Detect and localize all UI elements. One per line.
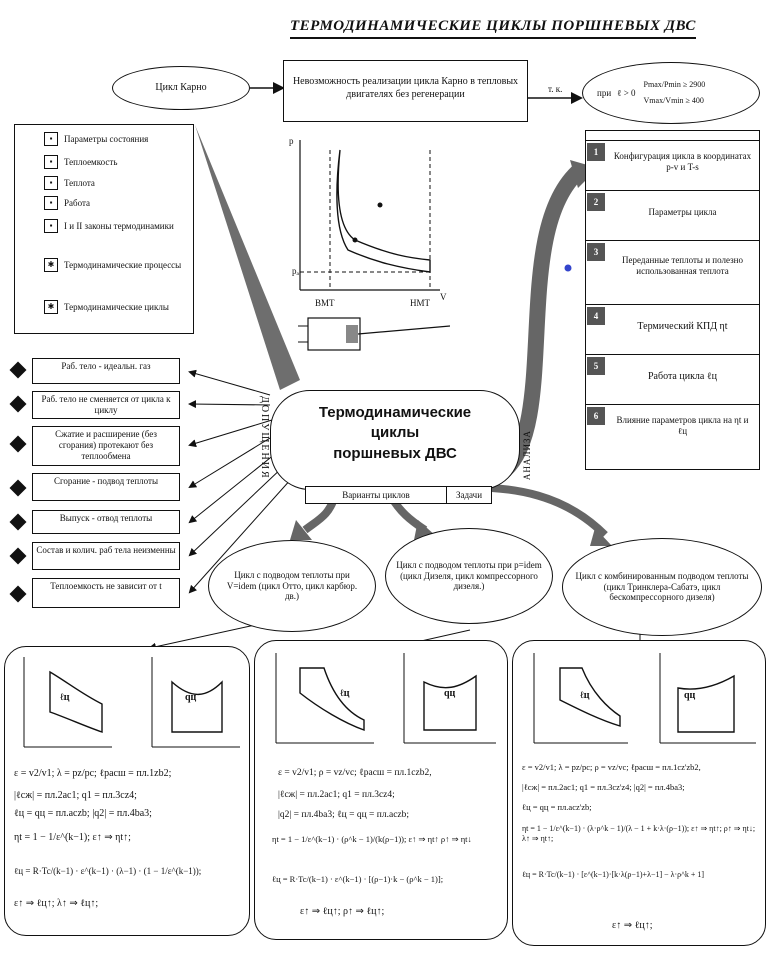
tk-label: т. к.: [548, 84, 563, 94]
topic-item: ✱Термодинамические циклы: [44, 300, 192, 314]
pv-p-label: p: [289, 136, 294, 146]
diesel-formula: ε = v2/v1; ρ = vz/vc; ℓрасш = пл.1czb2,: [278, 768, 432, 778]
carnot-cycle-node: Цикл Карно: [112, 66, 250, 110]
diesel-q-symbol: qц: [444, 688, 456, 699]
trinkler-cycle-panel: [512, 640, 766, 946]
trinkler-q-symbol: qц: [684, 690, 696, 701]
carnot-condition-node: при ℓ > 0 Pmax/Pmin ≥ 2900 Vmax/Vmin ≥ 4…: [582, 62, 760, 124]
topic-item: ✱Термодинамические процессы: [44, 258, 192, 272]
cond-prefix: при: [597, 87, 612, 98]
diesel-formula: ℓц = R·Tc/(k−1) · ε^(k−1) · [(ρ−1)·k − (…: [272, 874, 444, 884]
pv-pa-label: pₐ: [292, 266, 299, 276]
topic-item: ▪Работа: [44, 196, 192, 210]
topic-icon: ▪: [44, 219, 58, 233]
diesel-formula: ηt = 1 − 1/ε^(k−1) · (ρ^k − 1)/(k(ρ−1));…: [272, 834, 472, 844]
analysis-label: АНАЛИЗА: [522, 430, 532, 481]
trinkler-lc-symbol: ℓц: [580, 690, 590, 701]
trinkler-formula: ℓц = R·Tc/(k−1) · [ε^(k−1)·[k·λ(ρ−1)+λ−1…: [522, 870, 705, 879]
otto-formula: ηt = 1 − 1/ε^(k−1); ε↑ ⇒ ηt↑;: [14, 832, 131, 843]
diesel-cycle-panel: [254, 640, 508, 940]
otto-lc-symbol: ℓц: [60, 692, 70, 703]
topic-icon: ✱: [44, 300, 58, 314]
center-line1: Термодинамические: [318, 404, 472, 421]
pv-nmt-label: НМТ: [410, 298, 430, 308]
otto-formula: ε = v2/v1; λ = pz/pc; ℓрасш = пл.1zb2;: [14, 768, 172, 779]
assumptions-vertical-label: ДОПУЩЕНИЯ: [259, 396, 270, 480]
assumption-item: Выпуск - отвод теплоты: [32, 510, 180, 534]
trinkler-formula: ℓц = qц = пл.acz'zb;: [522, 802, 592, 812]
cond-volume-ratio: Vmax/Vmin ≥ 400: [643, 96, 704, 105]
topic-icon: ▪: [44, 176, 58, 190]
tasks-label: Задачи: [446, 486, 492, 504]
topic-item: ▪Параметры состояния: [44, 132, 192, 146]
cycle-trinkler-node: Цикл с комбинированным подводом теплоты …: [562, 538, 762, 636]
diesel-formula: |q2| = пл.4ba3; ℓц = qц = пл.aczb;: [278, 810, 410, 820]
otto-formula: ℓц = R·Tc/(k−1) · ε^(k−1) · (λ−1) · (1 −…: [14, 866, 202, 876]
topic-icon: ▪: [44, 155, 58, 169]
otto-cycle-panel: [4, 646, 250, 936]
variants-label: Варианты циклов: [305, 486, 447, 504]
otto-formula: ε↑ ⇒ ℓц↑; λ↑ ⇒ ℓц↑;: [14, 898, 99, 909]
page-title: ТЕРМОДИНАМИЧЕСКИЕ ЦИКЛЫ ПОРШНЕВЫХ ДВС: [290, 18, 696, 39]
diesel-formula: ε↑ ⇒ ℓц↑; ρ↑ ⇒ ℓц↑;: [300, 906, 385, 917]
carnot-impossible-text: Невозможность реализации цикла Карно в т…: [292, 76, 519, 100]
center-line3: поршневых ДВС: [333, 444, 457, 462]
assumption-item: Теплоемкость не зависит от t: [32, 578, 180, 608]
topic-icon: ▪: [44, 132, 58, 146]
assumption-item: Состав и колич. раб тела неизменны: [32, 542, 180, 570]
topic-item: ▪Теплота: [44, 176, 192, 190]
topic-icon: ✱: [44, 258, 58, 272]
cond-l: ℓ > 0: [617, 87, 636, 98]
cond-pressure-ratio: Pmax/Pmin ≥ 2900: [643, 80, 706, 89]
otto-pv-ts-diagrams: [23, 657, 240, 748]
otto-q-symbol: qц: [185, 692, 197, 703]
carnot-impossible-box: Невозможность реализации цикла Карно в т…: [283, 60, 528, 122]
cycle-otto-node: Цикл с подводом теплоты при V=idem (цикл…: [208, 540, 376, 632]
analysis-steps-box: [585, 130, 760, 470]
diesel-formula: |ℓсж| = пл.2ac1; q1 = пл.3cz4;: [278, 790, 395, 800]
pv-v-label: V: [440, 292, 447, 302]
assumption-item: Раб. тело - идеальн. газ: [32, 358, 180, 384]
trinkler-pv-ts-diagrams: [533, 653, 756, 744]
assumption-item: Сгорание - подвод теплоты: [32, 473, 180, 501]
pv-vmt-label: ВМТ: [315, 298, 335, 308]
trinkler-formula: ε = v2/v1; λ = pz/pc; ρ = vz/vc; ℓрасш =…: [522, 762, 701, 772]
trinkler-formula: |ℓсж| = пл.2ac1; q1 = пл.3cz'z4; |q2| = …: [522, 782, 685, 792]
diesel-pv-ts-diagrams: [275, 653, 496, 744]
center-node: Термодинамические циклы поршневых ДВС: [270, 390, 520, 490]
assumption-item: Сжатие и расширение (без сгорания) проте…: [32, 426, 180, 466]
center-line2: циклы: [370, 424, 420, 442]
otto-formula: ℓц = qц = пл.aczb; |q2| = пл.4ba3;: [14, 808, 152, 819]
trinkler-formula: ε↑ ⇒ ℓц↑;: [612, 920, 653, 931]
topic-item: ▪Теплоемкость: [44, 155, 192, 169]
topic-icon: ▪: [44, 196, 58, 210]
topic-item: ▪I и II законы термодинамики: [44, 219, 192, 233]
trinkler-formula: ηt = 1 − 1/ε^(k−1) · (λ·ρ^k − 1)/(λ − 1 …: [522, 824, 756, 843]
carnot-label: Цикл Карно: [155, 81, 207, 93]
otto-formula: |ℓсж| = пл.2ac1; q1 = пл.3cz4;: [14, 790, 137, 801]
carnot-pv-diagram: [298, 140, 450, 351]
assumption-item: Раб. тело не сменяется от цикла к циклу: [32, 391, 180, 419]
diesel-lc-symbol: ℓц: [340, 688, 350, 699]
cycle-diesel-node: Цикл с подводом теплоты при p=idem (цикл…: [385, 528, 553, 624]
